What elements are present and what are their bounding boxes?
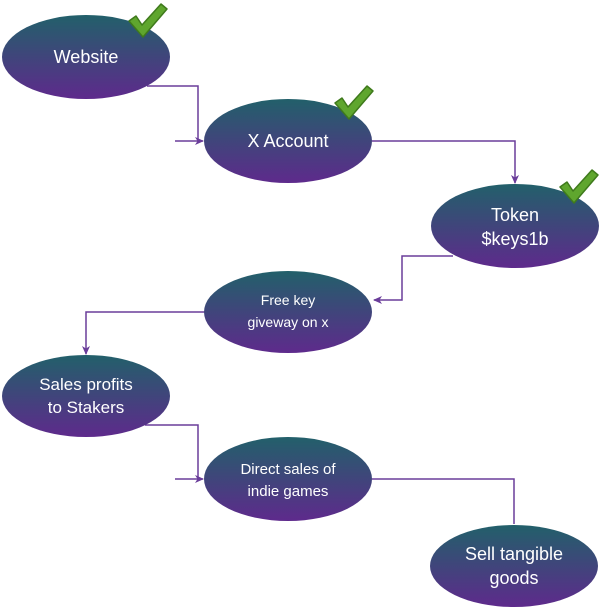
node-label-line: Sales profits — [39, 375, 133, 394]
connector-layer — [82, 85, 519, 524]
connector-website-to-x-account — [147, 85, 204, 145]
node-shape — [204, 437, 372, 521]
connector-giveaway-to-sales-profits — [82, 311, 207, 355]
connector-token-to-giveaway — [373, 255, 453, 304]
checkmark-icon — [334, 85, 374, 120]
connector-sales-profits-to-direct-sales — [145, 424, 204, 483]
node-label-line: Website — [54, 47, 119, 67]
node-giveaway: Free key giveway on x — [204, 271, 372, 353]
node-shape — [204, 99, 372, 183]
node-tangible-goods: Sell tangible goods — [430, 525, 598, 607]
node-shape — [2, 15, 170, 99]
node-label-line: to Stakers — [48, 398, 125, 417]
node-website: Website — [2, 3, 170, 99]
checkmark-icon — [559, 169, 599, 204]
node-label-line: indie games — [248, 483, 329, 500]
node-label-line: goods — [489, 568, 538, 588]
checkmark-icon — [128, 3, 168, 38]
node-shape — [2, 355, 170, 437]
node-label-line: X Account — [247, 131, 328, 151]
connector-direct-sales-to-tangible-goods — [372, 478, 515, 524]
node-label-line: $keys1b — [481, 229, 548, 249]
node-x-account: X Account — [204, 85, 374, 183]
node-sales-profits: Sales profits to Stakers — [2, 355, 170, 437]
node-token: Token $keys1b — [431, 169, 599, 268]
node-direct-sales: Direct sales of indie games — [204, 437, 372, 521]
node-label-line: Direct sales of — [240, 461, 336, 478]
node-label-line: giveway on x — [248, 314, 329, 330]
node-shape — [430, 525, 598, 607]
node-label-line: Sell tangible — [465, 544, 563, 564]
connector-x-account-to-token — [372, 140, 519, 184]
node-label-line: Token — [491, 205, 539, 225]
node-shape — [431, 184, 599, 268]
node-label-line: Free key — [261, 292, 315, 308]
node-shape — [204, 271, 372, 353]
